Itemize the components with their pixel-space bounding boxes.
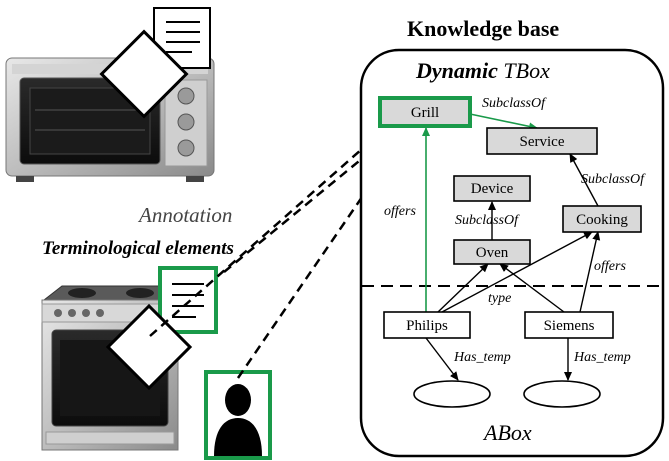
- svg-text:Siemens: Siemens: [544, 318, 595, 334]
- edge-label-subclassof: SubclassOf: [482, 96, 547, 111]
- edge-cooking-service: [569, 153, 599, 207]
- document-icon: [158, 266, 218, 334]
- edge-siemens-oven: [499, 263, 565, 313]
- edge-label-offers: offers: [384, 204, 416, 219]
- terminological-elements-label: Terminological elements: [42, 238, 234, 259]
- node-philips: Philips: [383, 311, 471, 339]
- edge-philips-cooking: [441, 231, 593, 313]
- edge-label-has-temp: Has_temp: [453, 350, 511, 365]
- node-grill: Grill: [378, 96, 472, 128]
- diamond-annotation-icon: [105, 303, 193, 391]
- edge-label-subclassof: SubclassOf: [581, 172, 646, 187]
- edge-label-type: type: [488, 291, 511, 306]
- edge-philips-hastemp: [425, 337, 459, 381]
- user-silhouette-icon: [204, 370, 272, 460]
- node-oven: Oven: [453, 239, 531, 265]
- abox-title: ABox: [482, 420, 532, 445]
- edge-label-offers: offers: [594, 259, 626, 274]
- svg-text:Cooking: Cooking: [576, 212, 628, 228]
- knowledge-base-title: Knowledge base: [407, 16, 559, 41]
- annotation-label: Annotation: [137, 203, 232, 227]
- svg-text:Service: Service: [520, 134, 565, 150]
- diamond-annotation-icon: [99, 29, 189, 119]
- node-cooking: Cooking: [562, 205, 642, 233]
- svg-text:Philips: Philips: [406, 318, 448, 334]
- svg-text:Oven: Oven: [476, 245, 509, 261]
- svg-text:Device: Device: [471, 181, 514, 197]
- svg-text:Grill: Grill: [411, 105, 439, 121]
- edge-label-subclassof: SubclassOf: [455, 213, 520, 228]
- node-device: Device: [453, 175, 531, 202]
- edge-label-has-temp: Has_temp: [573, 350, 631, 365]
- tbox-title: Dynamic TBox: [415, 58, 550, 83]
- edge-siemens-cooking: [579, 231, 601, 313]
- edge-philips-oven: [437, 263, 489, 313]
- edge-grill-service: [469, 113, 538, 131]
- node-service: Service: [486, 127, 598, 155]
- literal-value-siemens: [523, 380, 601, 408]
- literal-value-philips: [413, 380, 491, 408]
- annotation-link: [236, 129, 410, 379]
- annotation-link: [149, 125, 389, 337]
- node-siemens: Siemens: [524, 311, 614, 339]
